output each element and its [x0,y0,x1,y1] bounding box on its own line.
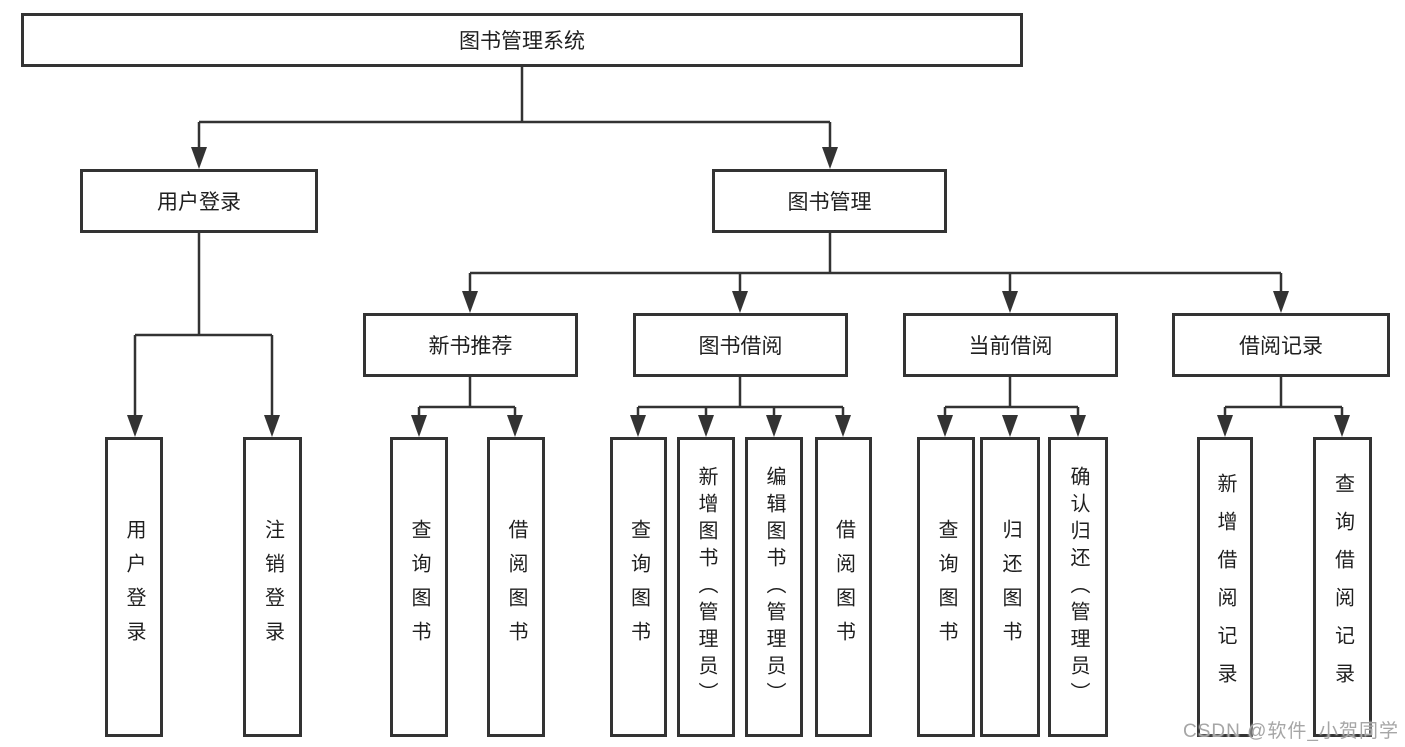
node-root-label: 图书管理系统 [459,30,585,53]
leaf-cb-query-books-label: 查询图书 [935,519,957,655]
node-current-borrow: 当前借阅 [903,313,1118,377]
node-user-login-label: 用户登录 [157,191,241,214]
leaf-cb-query-books: 查询图书 [917,437,975,737]
connector-borrow-records-to-children [1217,377,1350,437]
leaf-bb-query-books-label: 查询图书 [627,519,650,655]
leaf-bb-add-books-admin: 新增图书（管理员） [677,437,735,737]
arrowhead [1334,415,1350,437]
node-new-book-recommend: 新书推荐 [363,313,578,377]
leaf-nbr-borrow-books: 借阅图书 [487,437,545,737]
node-root: 图书管理系统 [21,13,1023,67]
leaf-bb-edit-books-admin-label: 编辑图书（管理员） [763,465,785,709]
arrowhead [507,415,523,437]
arrowhead [1273,291,1289,313]
leaf-cb-confirm-return-admin-label: 确认归还（管理员） [1067,465,1089,709]
node-new-book-recommend-label: 新书推荐 [428,335,513,358]
arrowhead [822,147,838,169]
leaf-br-query-record: 查询借阅记录 [1313,437,1372,737]
leaf-bb-query-books: 查询图书 [610,437,667,737]
leaf-bb-edit-books-admin: 编辑图书（管理员） [745,437,803,737]
arrowhead [462,291,478,313]
node-current-borrow-label: 当前借阅 [968,335,1053,358]
arrowhead [937,415,953,437]
leaf-cb-return-books: 归还图书 [980,437,1040,737]
arrowhead [127,415,143,437]
leaf-logout: 注销登录 [243,437,302,737]
arrowhead [732,291,748,313]
leaf-bb-borrow-books: 借阅图书 [815,437,872,737]
arrowhead [411,415,427,437]
arrowhead [698,415,714,437]
leaf-user-login: 用户登录 [105,437,163,737]
arrowhead [630,415,646,437]
arrowhead [1217,415,1233,437]
leaf-nbr-query-books-label: 查询图书 [408,519,430,655]
arrowhead [1002,415,1018,437]
node-borrow-records-label: 借阅记录 [1239,335,1323,358]
leaf-nbr-borrow-books-label: 借阅图书 [505,519,527,655]
arrowhead [1002,291,1018,313]
arrowhead [264,415,280,437]
arrowhead [1070,415,1086,437]
node-book-borrow: 图书借阅 [633,313,848,377]
arrowhead [835,415,851,437]
leaf-cb-confirm-return-admin: 确认归还（管理员） [1048,437,1108,737]
connector-user-login-to-children [127,233,280,437]
connector-book-borrow-to-children [630,377,851,437]
node-user-login: 用户登录 [80,169,318,233]
leaf-br-add-record: 新增借阅记录 [1197,437,1253,737]
leaf-br-add-record-label: 新增借阅记录 [1214,473,1236,701]
connector-new-book-recommend-to-children [411,377,523,437]
connector-current-borrow-to-children [937,377,1086,437]
leaf-cb-return-books-label: 归还图书 [999,519,1021,655]
node-borrow-records: 借阅记录 [1172,313,1390,377]
leaf-logout-label: 注销登录 [261,519,284,655]
leaf-user-login-label: 用户登录 [123,519,145,655]
leaf-bb-borrow-books-label: 借阅图书 [832,519,855,655]
leaf-nbr-query-books: 查询图书 [390,437,448,737]
watermark: CSDN @软件_小贺同学 [1183,721,1399,742]
leaf-bb-add-books-admin-label: 新增图书（管理员） [695,465,717,709]
leaf-br-query-record-label: 查询借阅记录 [1331,473,1354,701]
connector-root-to-level2 [191,67,838,169]
node-book-management-label: 图书管理 [787,191,872,214]
arrowhead [191,147,207,169]
node-book-management: 图书管理 [712,169,947,233]
arrowhead [766,415,782,437]
node-book-borrow-label: 图书借阅 [698,335,783,358]
connector-book-management-to-children [462,233,1289,313]
